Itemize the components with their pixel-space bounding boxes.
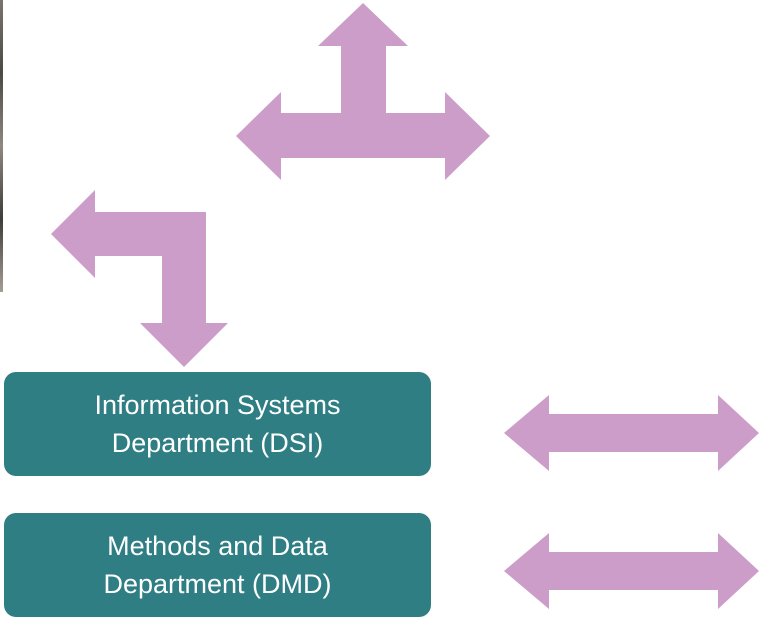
dsi-department-box: Information Systems Department (DSI) <box>4 372 431 476</box>
dsi-label-line1: Information Systems <box>94 390 341 420</box>
bent-arrow <box>51 190 228 367</box>
dmd-label-line2: Department (DMD) <box>103 569 332 599</box>
three-way-arrow <box>236 3 490 180</box>
dmd-double-arrow <box>504 533 759 609</box>
photo-edge <box>0 0 3 292</box>
dsi-double-arrow <box>504 395 759 471</box>
dmd-label-line1: Methods and Data <box>107 531 328 561</box>
dmd-department-box: Methods and Data Department (DMD) <box>4 513 431 617</box>
dsi-label-line2: Department (DSI) <box>111 428 324 458</box>
